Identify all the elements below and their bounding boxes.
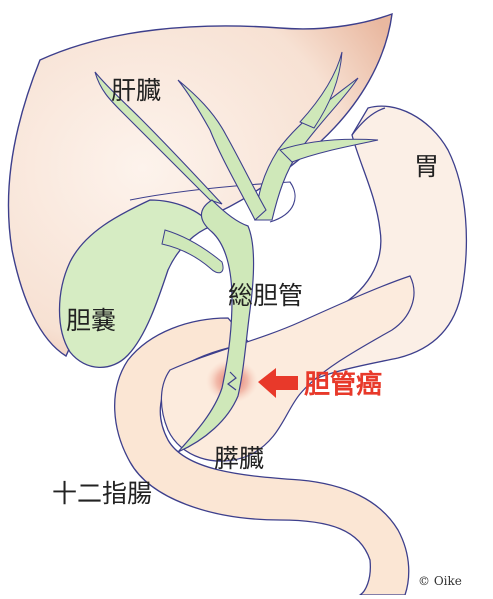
label-gallbladder: 胆嚢 — [66, 306, 117, 335]
label-bile-duct-cancer: 胆管癌 — [304, 370, 383, 400]
copyright-notice: © Oike — [418, 574, 462, 588]
cancer-arrow — [258, 368, 298, 398]
label-stomach: 胃 — [414, 152, 440, 181]
label-pancreas: 膵臓 — [214, 444, 265, 473]
label-duodenum: 十二指腸 — [52, 479, 153, 508]
label-common-bile-duct: 総胆管 — [228, 281, 304, 310]
bile-duct-tree — [254, 77, 359, 221]
label-liver: 肝臓 — [111, 76, 162, 105]
